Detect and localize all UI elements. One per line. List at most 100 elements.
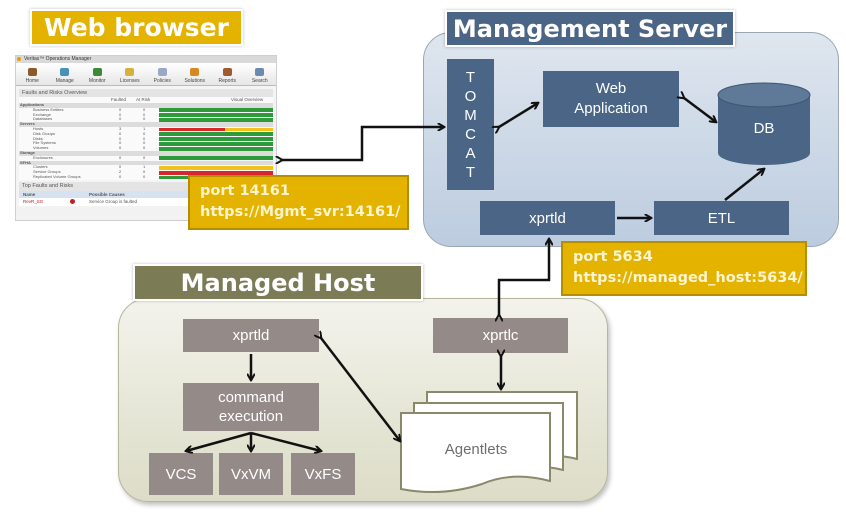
faulted-column: Faulted: [111, 97, 127, 102]
fault-status-icon: [70, 199, 75, 205]
row-name: Service Groups: [33, 169, 61, 175]
row-faulted: 0: [119, 164, 122, 170]
vxvm-box: VxVM: [219, 453, 283, 495]
row-name: Hosts: [33, 125, 44, 131]
row-visual-bar: [159, 165, 273, 170]
row-name: Servers: [20, 121, 35, 127]
row-visual-bar: [159, 137, 273, 141]
row-at-risk: 0: [143, 111, 146, 117]
row-name: Enclosures: [33, 154, 53, 160]
row-at-risk: 0: [143, 130, 146, 136]
row-name: SFHA: [20, 159, 31, 165]
overview-row[interactable]: Clusters 0 1: [19, 164, 273, 171]
overview-column-header: Faulted At Risk Visual Overview: [19, 97, 273, 103]
row-faulted: 0: [119, 106, 122, 112]
toolbar-item-search[interactable]: Search: [244, 63, 277, 85]
row-visual-bar: [159, 141, 273, 146]
toolbar-item-licenses[interactable]: Licenses: [114, 63, 147, 85]
row-at-risk: 1: [143, 164, 146, 170]
name-column: Name: [23, 191, 36, 197]
row-visual-bar: [159, 156, 273, 161]
vcs-box: VCS: [149, 453, 213, 495]
toolbar-item-monitor[interactable]: Monitor: [81, 63, 114, 85]
overview-row[interactable]: Hosts 3 1: [19, 125, 273, 132]
toolbar-item-label: Search: [251, 78, 268, 84]
row-visual-bar: [159, 170, 273, 175]
toolbar-item-home[interactable]: Home: [16, 63, 49, 85]
row-at-risk: 0: [143, 135, 146, 141]
app-logo-icon: [17, 57, 21, 61]
licenses-icon: [125, 68, 135, 76]
toolbar-item-label: Manage: [55, 78, 74, 84]
row-faulted: 3: [119, 125, 122, 131]
overview-row[interactable]: Service Groups 2 0: [19, 169, 273, 175]
bar-segment-red: [159, 127, 226, 132]
toolbar-item-label: Policies: [153, 78, 171, 84]
db-label: DB: [754, 120, 775, 137]
row-name: Business Entities: [33, 106, 64, 112]
arrow-server-xprtld-xprtlc: [499, 239, 549, 315]
home-icon: [27, 68, 37, 76]
bar-segment-green: [159, 137, 273, 141]
toolbar-item-reports[interactable]: Reports: [211, 63, 244, 85]
top-faults-column-header: Name Possible Causes: [19, 190, 273, 198]
row-name: Storage: [20, 149, 35, 155]
row-at-risk: 0: [143, 169, 146, 175]
top-faults-row[interactable]: RevR_SG Service Group is faulted: [19, 197, 273, 206]
toolbar-item-solutions[interactable]: Solutions: [179, 63, 212, 85]
row-name: Clusters: [33, 164, 48, 170]
row-faulted: 0: [119, 173, 122, 179]
command-execution-label: command execution: [218, 389, 284, 425]
toolbar-item-policies[interactable]: Policies: [146, 63, 179, 85]
row-faulted: 2: [119, 169, 122, 175]
tomcat-letter: A: [465, 144, 476, 162]
row-visual-bar: [159, 113, 273, 117]
toolbar-item-manage[interactable]: Manage: [49, 63, 82, 85]
bar-segment-green: [159, 108, 273, 113]
management-server-title: Management Server: [445, 10, 735, 47]
row-name: File Systems: [33, 140, 56, 146]
monitor-icon: [92, 68, 102, 76]
solutions-icon: [190, 68, 200, 76]
browser-titlebar: Veritas™ Operations Manager: [16, 56, 276, 63]
row-name: Replicated Volume Groups: [33, 173, 81, 179]
web-application-label: Web Application: [574, 80, 648, 117]
bar-segment-green: [159, 113, 273, 117]
row-faulted: 0: [119, 116, 122, 122]
browser-port-url: https://Mgmt_svr:14161/: [200, 204, 401, 220]
host-port-label: port 5634: [573, 249, 653, 265]
agentlets-label: Agentlets: [445, 441, 508, 458]
etl-box: ETL: [654, 201, 789, 235]
xprtlc-box: xprtlc: [433, 318, 568, 353]
arrow-command-vcs: [186, 431, 252, 451]
row-at-risk: 0: [143, 173, 146, 179]
toolbar-item-label: Home: [25, 78, 39, 84]
bar-segment-red: [159, 170, 273, 175]
row-faulted: 0: [119, 154, 122, 160]
agentlet-page-front: [400, 412, 551, 494]
visual-overview-column: Visual Overview: [231, 97, 264, 102]
top-faults-title: Top Faults and Risks: [19, 181, 273, 191]
fault-name[interactable]: RevR_SG: [23, 198, 44, 204]
row-at-risk: 1: [143, 125, 146, 131]
agentlets-stack: [400, 391, 578, 494]
arrow-xprtld-agentlets: [321, 338, 400, 441]
overview-group-row: SFHA: [19, 159, 273, 166]
arrow-browser-tomcat: [282, 127, 444, 160]
toolbar-item-label: Licenses: [119, 78, 140, 84]
tomcat-letter: T: [465, 68, 476, 86]
row-faulted: 0: [119, 111, 122, 117]
xprtld-host-box: xprtld: [183, 319, 319, 352]
toolbar-item-label: Monitor: [88, 78, 106, 84]
faults-overview: Faults and Risks Overview Faulted At Ris…: [16, 86, 276, 206]
